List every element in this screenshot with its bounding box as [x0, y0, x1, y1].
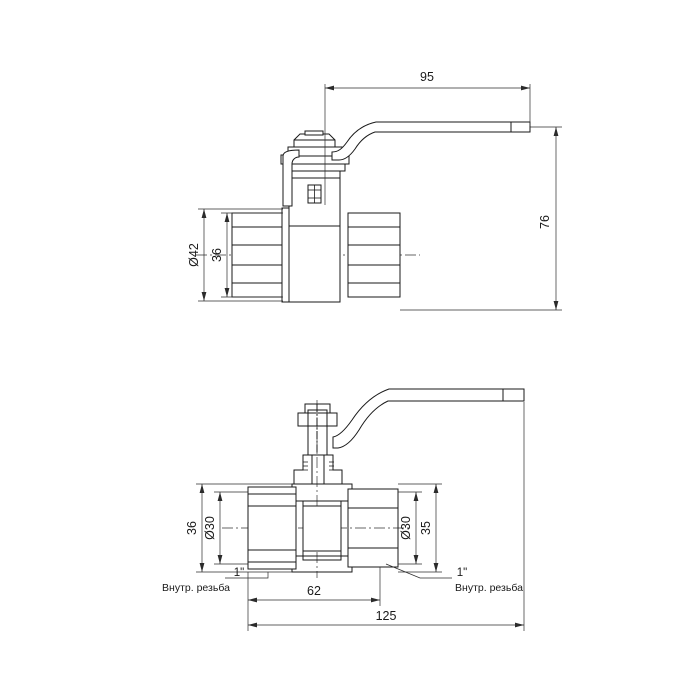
thread-note-right: 1" Внутр. резьба — [385, 563, 523, 594]
dimension-62: 62 — [247, 567, 381, 606]
dimension-95: 95 — [324, 70, 531, 205]
dimension-125: 125 — [247, 402, 525, 631]
thread-note-left-size: 1" — [234, 567, 244, 579]
lever-handle — [331, 121, 531, 161]
dimension-d30-left-label: Ø30 — [203, 516, 217, 540]
section-view: 36 Ø30 Ø30 35 62 — [162, 388, 525, 631]
dimension-125-label: 125 — [376, 609, 397, 623]
section-stem — [297, 403, 338, 456]
dimension-62-label: 62 — [307, 584, 321, 598]
thread-note-right-size: 1" — [457, 567, 467, 579]
dimension-36-bottom-label: 36 — [185, 521, 199, 535]
dimension-95-label: 95 — [420, 70, 434, 84]
thread-note-left-text: Внутр. резьба — [162, 582, 230, 594]
dimension-d30-right: Ø30 — [398, 491, 422, 565]
section-right-port — [347, 488, 399, 568]
dimension-76: 76 — [400, 126, 562, 311]
dimension-36-top-label: 36 — [210, 248, 224, 262]
section-body — [291, 483, 353, 573]
left-port — [231, 207, 294, 303]
section-left-port — [247, 486, 297, 570]
valve-body — [288, 169, 341, 303]
handle-stop-tab — [282, 149, 300, 207]
right-port — [347, 212, 401, 298]
dimension-36-top: 36 — [210, 212, 283, 298]
section-lever-handle — [332, 388, 525, 449]
thread-note-left: 1" Внутр. резьба — [162, 567, 269, 594]
elevation-view: 95 76 Ø42 36 — [187, 70, 562, 311]
dimension-d42: Ø42 — [187, 208, 283, 302]
dimension-d42-label: Ø42 — [187, 243, 201, 267]
dimension-d30-right-label: Ø30 — [399, 516, 413, 540]
dimension-36-bottom: 36 — [185, 483, 292, 573]
dimension-76-label: 76 — [538, 215, 552, 229]
thread-note-right-text: Внутр. резьба — [455, 582, 523, 594]
section-bonnet — [293, 454, 343, 485]
dimension-35-label: 35 — [419, 521, 433, 535]
dimension-35: 35 — [398, 483, 442, 573]
dimension-d30-left: Ø30 — [203, 491, 248, 565]
